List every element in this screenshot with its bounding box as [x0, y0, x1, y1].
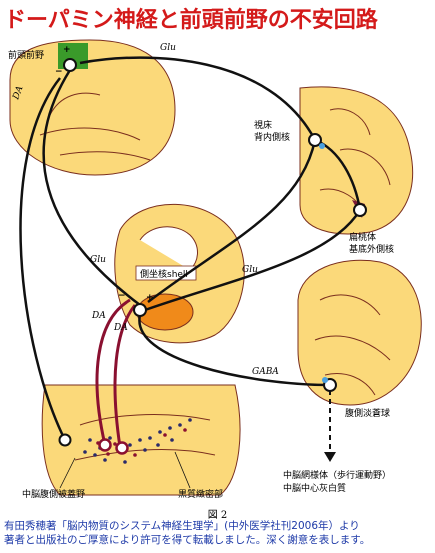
glu-prefrontal-thalamus-path — [79, 56, 317, 141]
da-vta-nac-path-2 — [113, 304, 137, 448]
label-mlr-2: 中脳中心灰白質 — [283, 482, 346, 494]
label-da-mid1: DA — [91, 311, 106, 321]
label-vp: 腹側淡蒼球 — [345, 407, 390, 419]
credit-line-2: 著者と出版社のご厚意により許可を得て転載しました。深く謝意を表します。 — [4, 534, 371, 546]
label-nac-shell: 側坐核shell — [140, 268, 188, 280]
node-thalamus — [308, 133, 322, 147]
label-glu-right: Glu — [242, 265, 258, 275]
svg-text:+: + — [63, 45, 71, 55]
figure-label: 図 2 — [207, 510, 228, 521]
neuron-dots-red — [96, 428, 187, 457]
label-gaba: GABA — [252, 367, 279, 377]
node-vta-black — [58, 433, 72, 447]
node-prefrontal: + − — [55, 45, 77, 77]
label-thalamus-1: 視床 — [254, 119, 272, 131]
node-vta-red-2 — [115, 441, 129, 455]
vp-section — [297, 259, 422, 406]
label-glu-top: Glu — [160, 43, 176, 53]
gaba-nac-vp-path — [138, 314, 331, 387]
label-da-mid2: DA — [113, 323, 128, 333]
svg-text:+: + — [146, 293, 154, 303]
label-amygdala-1: 扁桃体 — [349, 231, 376, 243]
node-vta-red-1 — [98, 438, 112, 452]
node-nac: + − — [118, 291, 154, 317]
page-title: ドーパミン神経と前頭前野の不安回路 — [4, 8, 378, 33]
label-sn: 黒質緻密部 — [178, 488, 223, 500]
label-da-left: DA — [11, 84, 26, 102]
neuron-dots — [83, 418, 192, 464]
label-glu-left: Glu — [90, 255, 106, 265]
svg-text:−: − — [55, 67, 63, 77]
label-prefrontal: 前頭前野 — [8, 49, 44, 61]
label-mlr-1: 中脳網様体（歩行運動野） — [283, 469, 391, 481]
node-amygdala — [353, 203, 367, 217]
glu-prefrontal-nac-path — [42, 69, 141, 306]
label-thalamus-2: 背内側核 — [254, 131, 290, 143]
da-vta-nac-path-1 — [95, 298, 131, 446]
credit-line-1: 有田秀穂著「脳内物質のシステム神経生理学」(中外医学社刊2006年）より — [4, 520, 360, 532]
credit-text: 有田秀穂著「脳内物質のシステム神経生理学」(中外医学社刊2006年）より 著者と… — [4, 519, 435, 547]
da-vta-prefrontal-path — [19, 77, 67, 441]
label-amygdala-2: 基底外側核 — [349, 243, 394, 255]
label-vta: 中脳腹側被蓋野 — [22, 488, 85, 500]
svg-text:−: − — [118, 291, 126, 301]
glu-amygdala-nac-path — [144, 209, 362, 312]
prefrontal-section — [9, 39, 176, 176]
